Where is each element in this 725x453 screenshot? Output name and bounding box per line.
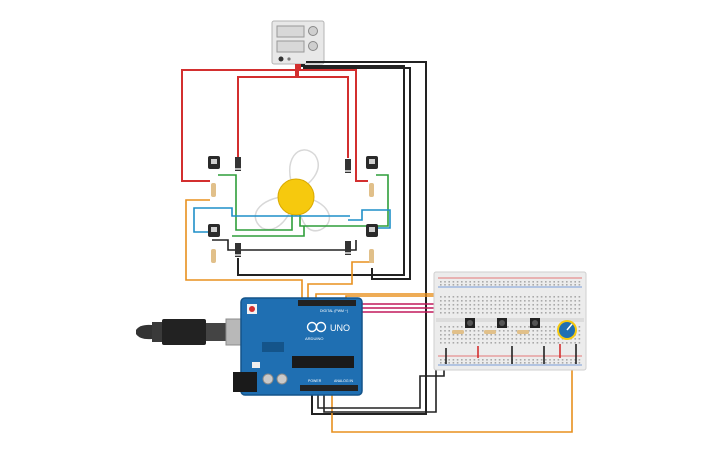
bb-resistor-3[interactable] <box>517 330 529 334</box>
wire-black-1[interactable] <box>237 64 405 276</box>
motor-fan[interactable] <box>254 149 331 232</box>
arduino-brand-label: ARDUINO <box>305 336 323 341</box>
arduino-uno-board[interactable]: UNO ARDUINO DIGITAL (PWM ~) POWER ANALOG… <box>233 297 363 396</box>
wire-green-mid[interactable] <box>232 226 305 237</box>
diode-bottom-left[interactable] <box>235 243 241 257</box>
push-button-3[interactable] <box>530 318 540 328</box>
transistor-bottom-left[interactable] <box>208 224 220 237</box>
power-pins-label: POWER <box>308 379 322 383</box>
bb-short-wires[interactable] <box>445 344 577 364</box>
potentiometer[interactable] <box>557 320 577 340</box>
resistor-bottom-right[interactable] <box>369 249 374 263</box>
bb-resistor-1[interactable] <box>452 330 464 334</box>
diode-top-left[interactable] <box>235 157 241 171</box>
wire-blue-right[interactable] <box>348 209 391 229</box>
wire-green-left[interactable] <box>218 174 293 231</box>
wire-black-2[interactable] <box>303 64 411 280</box>
wire-red-mid-left[interactable] <box>237 64 297 158</box>
usb-cable[interactable] <box>136 318 249 346</box>
uno-label: UNO <box>330 323 350 333</box>
resistors[interactable] <box>211 183 374 263</box>
wire-green-right[interactable] <box>299 174 389 227</box>
wire-blue-left[interactable] <box>193 207 350 233</box>
digital-pins-label: DIGITAL (PWM ~) <box>320 309 348 313</box>
resistor-top-left[interactable] <box>211 183 216 197</box>
power-jack[interactable] <box>233 372 257 392</box>
wire-red-mid-right[interactable] <box>297 64 349 158</box>
wire-orange-right[interactable] <box>307 261 374 300</box>
bb-resistor-2[interactable] <box>484 330 496 334</box>
push-button-1[interactable] <box>465 318 475 328</box>
wire-orange-left[interactable] <box>185 199 303 300</box>
wire-black-bridge[interactable] <box>212 239 357 251</box>
diodes[interactable] <box>235 157 351 257</box>
resistor-bottom-left[interactable] <box>211 249 216 263</box>
atmega-chip <box>292 356 354 368</box>
diode-bottom-right[interactable] <box>345 241 351 255</box>
wire-red-right[interactable] <box>299 64 368 182</box>
transistor-top-left[interactable] <box>208 156 220 169</box>
power-supply[interactable] <box>271 20 325 65</box>
breadboard[interactable] <box>433 271 587 371</box>
transistor-bottom-right[interactable] <box>366 224 378 237</box>
motor-hub <box>277 178 315 216</box>
diode-top-right[interactable] <box>345 159 351 173</box>
resistor-top-right[interactable] <box>369 183 374 197</box>
transistor-top-right[interactable] <box>366 156 378 169</box>
bridge-wires[interactable] <box>185 174 391 300</box>
push-button-2[interactable] <box>497 318 507 328</box>
wire-black-bottom-1[interactable] <box>317 364 445 409</box>
analog-pins-label: ANALOG IN <box>334 379 354 383</box>
wire-black-3[interactable] <box>306 61 427 415</box>
supply-wires[interactable] <box>181 61 427 415</box>
